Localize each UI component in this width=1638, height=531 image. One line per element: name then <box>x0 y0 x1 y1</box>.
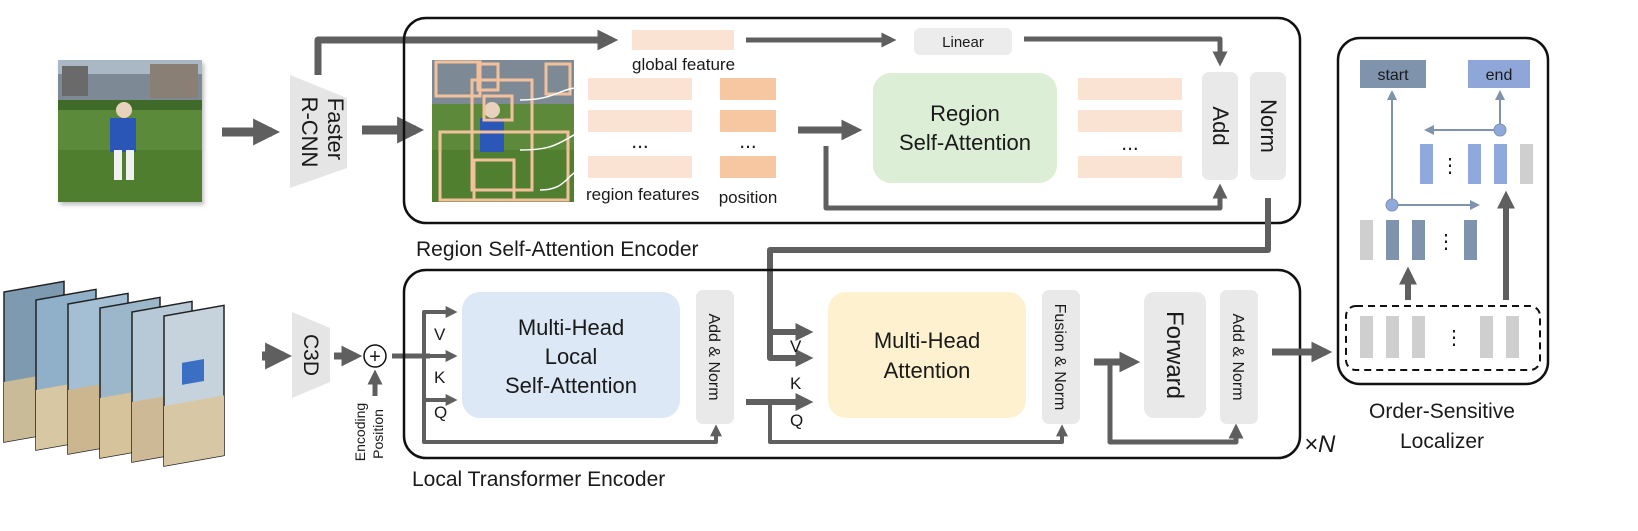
region-features-ellipsis: ... <box>631 130 649 153</box>
plus-operator <box>363 344 387 368</box>
mha-line1: Multi-Head <box>874 328 980 353</box>
svg-text:Faster R-CNN: Faster R-CNN <box>297 97 348 168</box>
faster-rcnn-line2: R-CNN <box>297 97 322 168</box>
c3d-block: C3D <box>292 312 330 398</box>
c3d-label: C3D <box>299 334 322 376</box>
rsa-line1: Region <box>930 101 1000 126</box>
end-box <box>1468 60 1530 88</box>
rsa-output-ellipsis: ... <box>1121 132 1139 155</box>
start-box <box>1360 60 1426 88</box>
localizer-caption-line2: Localizer <box>1400 430 1484 453</box>
upper-dots: ⋮ <box>1440 155 1460 177</box>
add-norm-2-label: Add & Norm <box>1229 313 1246 400</box>
localizer-container <box>1336 36 1550 386</box>
faster-rcnn-block: Faster R-CNN <box>290 75 348 188</box>
position-stack <box>720 78 776 178</box>
local-encoder-container <box>402 268 1302 460</box>
region-self-attention-block <box>873 73 1057 183</box>
k1-label: K <box>434 368 446 387</box>
arrow-rcnn-to-global-feature <box>314 29 619 75</box>
region-features-label: region features <box>586 185 699 204</box>
global-feature-box <box>632 30 734 50</box>
norm-block <box>1250 72 1286 180</box>
arrow-linear-to-add <box>1024 36 1228 67</box>
plus-sign: + <box>369 346 381 368</box>
arrow-norm-to-mha-k <box>767 332 814 367</box>
region-links <box>519 86 589 191</box>
arrow-v1 <box>422 306 458 356</box>
add-block <box>1202 72 1238 180</box>
fusion-norm-block <box>1042 290 1080 424</box>
position-ellipsis: ... <box>739 130 757 153</box>
add-label: Add <box>1208 106 1233 145</box>
add-norm-1-label: Add & Norm <box>705 313 722 400</box>
region-encoder-caption: Region Self-Attention Encoder <box>416 238 699 261</box>
multi-head-local-self-attention-block <box>462 292 680 418</box>
times-n-label: ×N <box>1304 431 1336 458</box>
middle-dots: ⋮ <box>1436 231 1456 253</box>
end-label: end <box>1486 67 1513 84</box>
input-dots: ⋮ <box>1444 327 1464 349</box>
q1-label: Q <box>434 403 447 422</box>
pos-enc-line1: Position <box>370 409 386 459</box>
middle-node <box>1385 198 1399 212</box>
v1-label: V <box>434 325 446 344</box>
mhlsa-line3: Self-Attention <box>505 373 637 398</box>
faster-rcnn-line1: Faster <box>323 98 348 160</box>
upper-feature-bars <box>1420 144 1533 184</box>
residual-arrow-2 <box>768 402 1068 444</box>
fusion-norm-label: Fusion & Norm <box>1051 304 1068 411</box>
region-image <box>432 60 589 202</box>
localizer-input-box <box>1345 305 1541 371</box>
v2-label: V <box>790 337 802 356</box>
add-norm-1-block <box>696 290 734 424</box>
multi-head-attention-block <box>828 292 1026 418</box>
start-label: start <box>1377 67 1409 84</box>
local-encoder-caption: Local Transformer Encoder <box>412 468 665 491</box>
pos-enc-line2: Encoding <box>352 403 368 461</box>
mha-line2: Attention <box>884 358 971 383</box>
linear-box <box>914 28 1012 55</box>
residual-arrow-to-add <box>823 146 1228 211</box>
middle-feature-bars <box>1360 220 1477 260</box>
global-feature-label: global feature <box>632 55 735 74</box>
rsa-output-stack <box>1078 78 1182 178</box>
mhlsa-line1: Multi-Head <box>518 315 624 340</box>
position-encoding-label: Position Encoding <box>352 403 386 461</box>
k2-label: K <box>790 374 802 393</box>
input-feature-bars <box>1360 316 1519 358</box>
norm-label: Norm <box>1256 99 1281 153</box>
arrow-norm-to-mha-v <box>767 198 1271 341</box>
forward-block <box>1144 292 1206 418</box>
mhlsa-line2: Local <box>545 344 598 369</box>
input-image <box>58 60 202 202</box>
residual-arrow-1 <box>422 400 722 444</box>
region-encoder-container <box>402 16 1302 225</box>
position-label: position <box>719 188 778 207</box>
residual-arrow-3 <box>1107 362 1244 445</box>
region-boxes <box>434 60 572 202</box>
rsa-line2: Self-Attention <box>899 130 1031 155</box>
upper-node <box>1493 123 1507 137</box>
video-frames <box>3 280 225 467</box>
localizer-caption-line1: Order-Sensitive <box>1369 400 1515 423</box>
q2-label: Q <box>790 411 803 430</box>
linear-label: Linear <box>942 34 984 51</box>
add-norm-2-block <box>1220 290 1258 424</box>
forward-label: Forward <box>1161 311 1188 399</box>
region-features-stack <box>588 78 692 178</box>
